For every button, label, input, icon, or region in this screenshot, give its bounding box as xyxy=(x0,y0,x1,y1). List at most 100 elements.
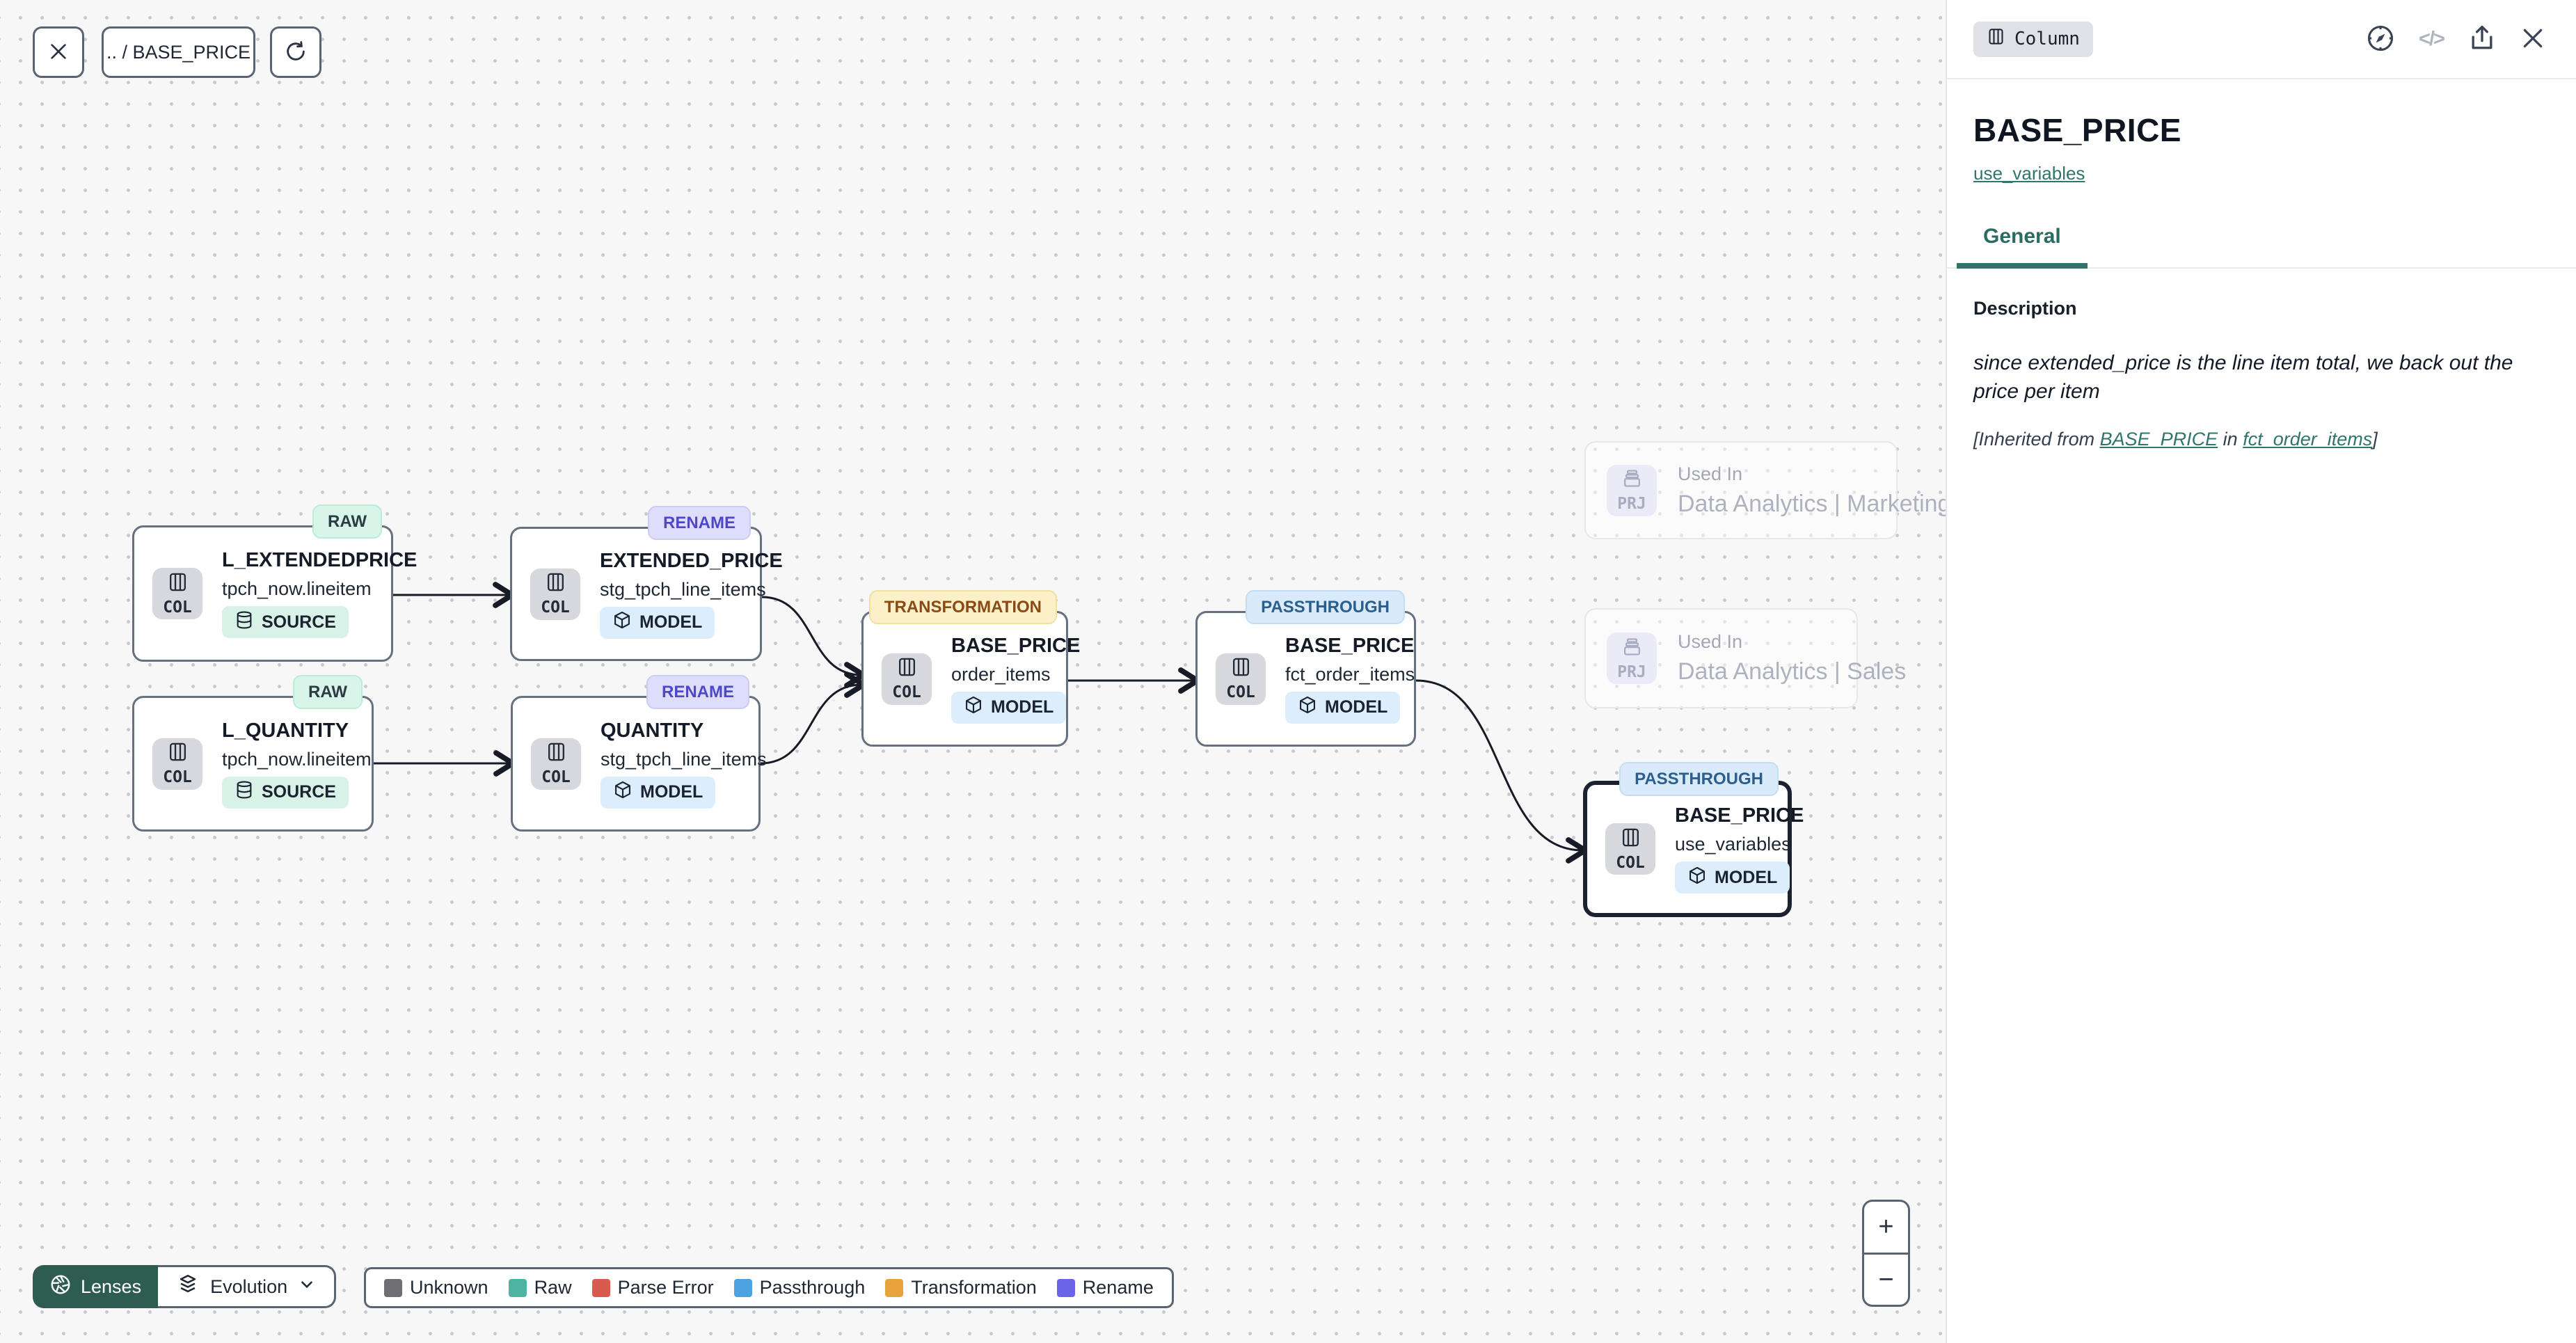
model-cube-icon xyxy=(1687,866,1707,890)
lineage-node-bp_use_vars[interactable]: PASSTHROUGH COL BASE_PRICE use_variables xyxy=(1583,762,1804,917)
legend-item: Unknown xyxy=(384,1277,488,1298)
lens-tag: RAW xyxy=(293,675,363,709)
used-in-node[interactable]: PRJ Used In Data Analytics | Marketing xyxy=(1584,441,1950,539)
model-link[interactable]: use_variables xyxy=(1973,163,2085,184)
chip-label: COL xyxy=(892,683,921,701)
aperture-icon xyxy=(49,1273,72,1301)
lenses-label: Lenses xyxy=(81,1276,142,1297)
legend-label: Raw xyxy=(534,1277,572,1298)
refresh-button[interactable] xyxy=(270,26,321,78)
lineage-node-extended_price[interactable]: RENAME COL EXTENDED_PRICE stg_tpch_line_… xyxy=(510,506,783,661)
breadcrumb-label: .. / BASE_PRICE xyxy=(106,41,251,63)
legend-swatch xyxy=(885,1278,904,1297)
inherited-middle: in xyxy=(2218,428,2243,450)
column-icon xyxy=(896,656,918,681)
close-icon xyxy=(47,40,70,65)
lineage-edge xyxy=(1415,679,1588,864)
legend-swatch xyxy=(733,1278,752,1297)
lens-tag: TRANSFORMATION xyxy=(868,590,1057,624)
node-kind-badge: MODEL xyxy=(1285,691,1401,724)
node-subtitle: stg_tpch_line_items xyxy=(601,748,767,770)
legend-swatch xyxy=(508,1278,527,1297)
view-code-button[interactable]: </> xyxy=(2415,22,2448,56)
lens-mode-label: Evolution xyxy=(210,1276,288,1297)
column-icon xyxy=(1987,27,2005,51)
refresh-icon xyxy=(284,40,308,65)
column-type-chip: COL xyxy=(152,568,202,619)
entity-type-chip: Column xyxy=(1973,21,2093,57)
column-icon xyxy=(167,741,189,766)
column-icon xyxy=(167,571,189,596)
badge-label: SOURCE xyxy=(262,782,336,802)
inherited-prefix: [Inherited from xyxy=(1973,428,2100,450)
lens-legend: Unknown Raw Parse Error Passthrough Tran… xyxy=(364,1267,1174,1308)
lineage-node-bp_fct[interactable]: PASSTHROUGH COL BASE_PRICE fct_order_ite… xyxy=(1195,590,1416,747)
chevron-down-icon xyxy=(298,1276,316,1298)
zoom-in-button[interactable]: + xyxy=(1864,1202,1908,1255)
used-in-node[interactable]: PRJ Used In Data Analytics | Sales xyxy=(1584,608,1906,708)
inherited-suffix: ] xyxy=(2372,428,2378,450)
general-section: Description since extended_price is the … xyxy=(1947,269,2576,479)
close-icon xyxy=(2519,24,2547,54)
entity-type-label: Column xyxy=(2014,29,2080,49)
database-icon xyxy=(234,610,254,635)
node-kind-badge: SOURCE xyxy=(222,776,349,809)
used-in-name: Data Analytics | Marketing xyxy=(1678,490,1951,517)
lineage-node-l_quantity[interactable]: RAW COL L_QUANTITY tpch_now.lineitem xyxy=(132,675,374,832)
zoom-out-button[interactable]: − xyxy=(1864,1255,1908,1305)
column-icon xyxy=(1620,827,1641,852)
model-cube-icon xyxy=(1298,695,1317,720)
legend-item: Parse Error xyxy=(591,1277,714,1298)
node-subtitle: tpch_now.lineitem xyxy=(222,748,372,770)
zoom-controls: + − xyxy=(1862,1200,1910,1307)
chip-label: COL xyxy=(163,768,192,786)
legend-label: Unknown xyxy=(410,1277,488,1298)
close-panel-button[interactable] xyxy=(2516,22,2550,56)
legend-item: Transformation xyxy=(885,1277,1037,1298)
node-subtitle: stg_tpch_line_items xyxy=(600,578,766,600)
column-type-chip: COL xyxy=(1216,653,1266,705)
badge-label: MODEL xyxy=(1715,867,1778,887)
inherited-model-link[interactable]: fct_order_items xyxy=(2243,428,2373,450)
lens-mode-dropdown[interactable]: Evolution xyxy=(158,1265,337,1308)
node-kind-badge: MODEL xyxy=(600,606,715,639)
lineage-node-l_extendedprice[interactable]: RAW COL L_EXTENDEDPRICE tpch_now.lineite… xyxy=(132,504,418,662)
column-type-chip: COL xyxy=(152,738,202,790)
node-subtitle: use_variables xyxy=(1675,834,1791,855)
lineage-node-bp_order_items[interactable]: TRANSFORMATION COL BASE_PRICE order_item… xyxy=(861,590,1080,747)
node-subtitle: fct_order_items xyxy=(1285,663,1415,685)
lineage-node-quantity[interactable]: RENAME COL QUANTITY stg_tpch_line_items xyxy=(511,675,767,832)
badge-label: MODEL xyxy=(640,782,703,802)
node-title: EXTENDED_PRICE xyxy=(600,549,783,572)
breadcrumb[interactable]: .. / BASE_PRICE xyxy=(102,26,255,78)
legend-label: Passthrough xyxy=(759,1277,866,1298)
lineage-canvas[interactable]: PRJ Used In Data Analytics | Marketing P… xyxy=(0,0,1950,1343)
column-type-chip: COL xyxy=(530,568,580,620)
share-export-button[interactable] xyxy=(2465,22,2499,56)
lenses-button[interactable]: Lenses xyxy=(33,1265,159,1308)
used-in-kicker: Used In xyxy=(1678,463,1743,484)
project-chip: PRJ xyxy=(1607,633,1657,684)
legend-swatch xyxy=(591,1278,610,1297)
lens-tag: PASSTHROUGH xyxy=(1619,762,1779,796)
share-icon xyxy=(2467,23,2497,56)
tab-general[interactable]: General xyxy=(1957,225,2088,269)
used-in-name: Data Analytics | Sales xyxy=(1678,658,1907,685)
model-cube-icon xyxy=(612,610,632,635)
model-cube-icon xyxy=(613,780,633,804)
inherited-column-link[interactable]: BASE_PRICE xyxy=(2099,428,2218,450)
lenses-control: Lenses Evolution xyxy=(33,1265,337,1308)
description-text: since extended_price is the line item to… xyxy=(1973,351,2513,404)
column-icon xyxy=(1230,656,1252,681)
legend-swatch xyxy=(1056,1278,1075,1297)
column-type-chip: COL xyxy=(882,653,932,705)
explore-compass-button[interactable] xyxy=(2364,22,2397,56)
node-title: L_EXTENDEDPRICE xyxy=(222,549,418,571)
badge-label: MODEL xyxy=(1325,697,1388,717)
legend-swatch xyxy=(384,1278,402,1297)
close-lineage-button[interactable] xyxy=(33,26,84,78)
badge-label: SOURCE xyxy=(262,612,336,632)
used-in-kicker: Used In xyxy=(1678,631,1743,652)
legend-label: Parse Error xyxy=(617,1277,714,1298)
description-heading: Description xyxy=(1973,298,2077,319)
